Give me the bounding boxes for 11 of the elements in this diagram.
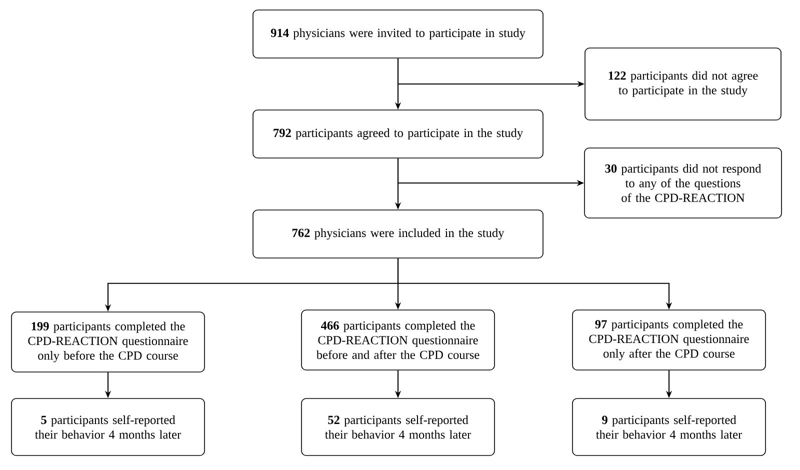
process-box: 9 participants self-reported their behavior 4 months later bbox=[572, 398, 766, 456]
process-box: 199 participants completed the CPD-REACTION questionnaire only before the CPD course bbox=[11, 312, 205, 372]
process-box: 5 participants self-reported their behavior 4 months later bbox=[11, 398, 205, 456]
process-box: 792 participants agreed to participate in the study bbox=[252, 110, 544, 158]
process-box: 914 physicians were invited to participate in study bbox=[252, 10, 544, 58]
process-box: 30 participants did not respond to any of the questions of the CPD-REACTION bbox=[584, 148, 782, 218]
process-box: 762 physicians were included in the study bbox=[252, 210, 544, 258]
process-box: 52 participants self-reported their behavior 4 months later bbox=[301, 398, 495, 456]
process-box: 122 participants did not agree to participate in the study bbox=[584, 48, 782, 120]
process-box: 97 participants completed the CPD-REACTION questionnaire only after the CPD course bbox=[572, 310, 766, 370]
process-box: 466 participants completed the CPD-REACTION questionnaire before and after the CPD course bbox=[301, 310, 495, 370]
